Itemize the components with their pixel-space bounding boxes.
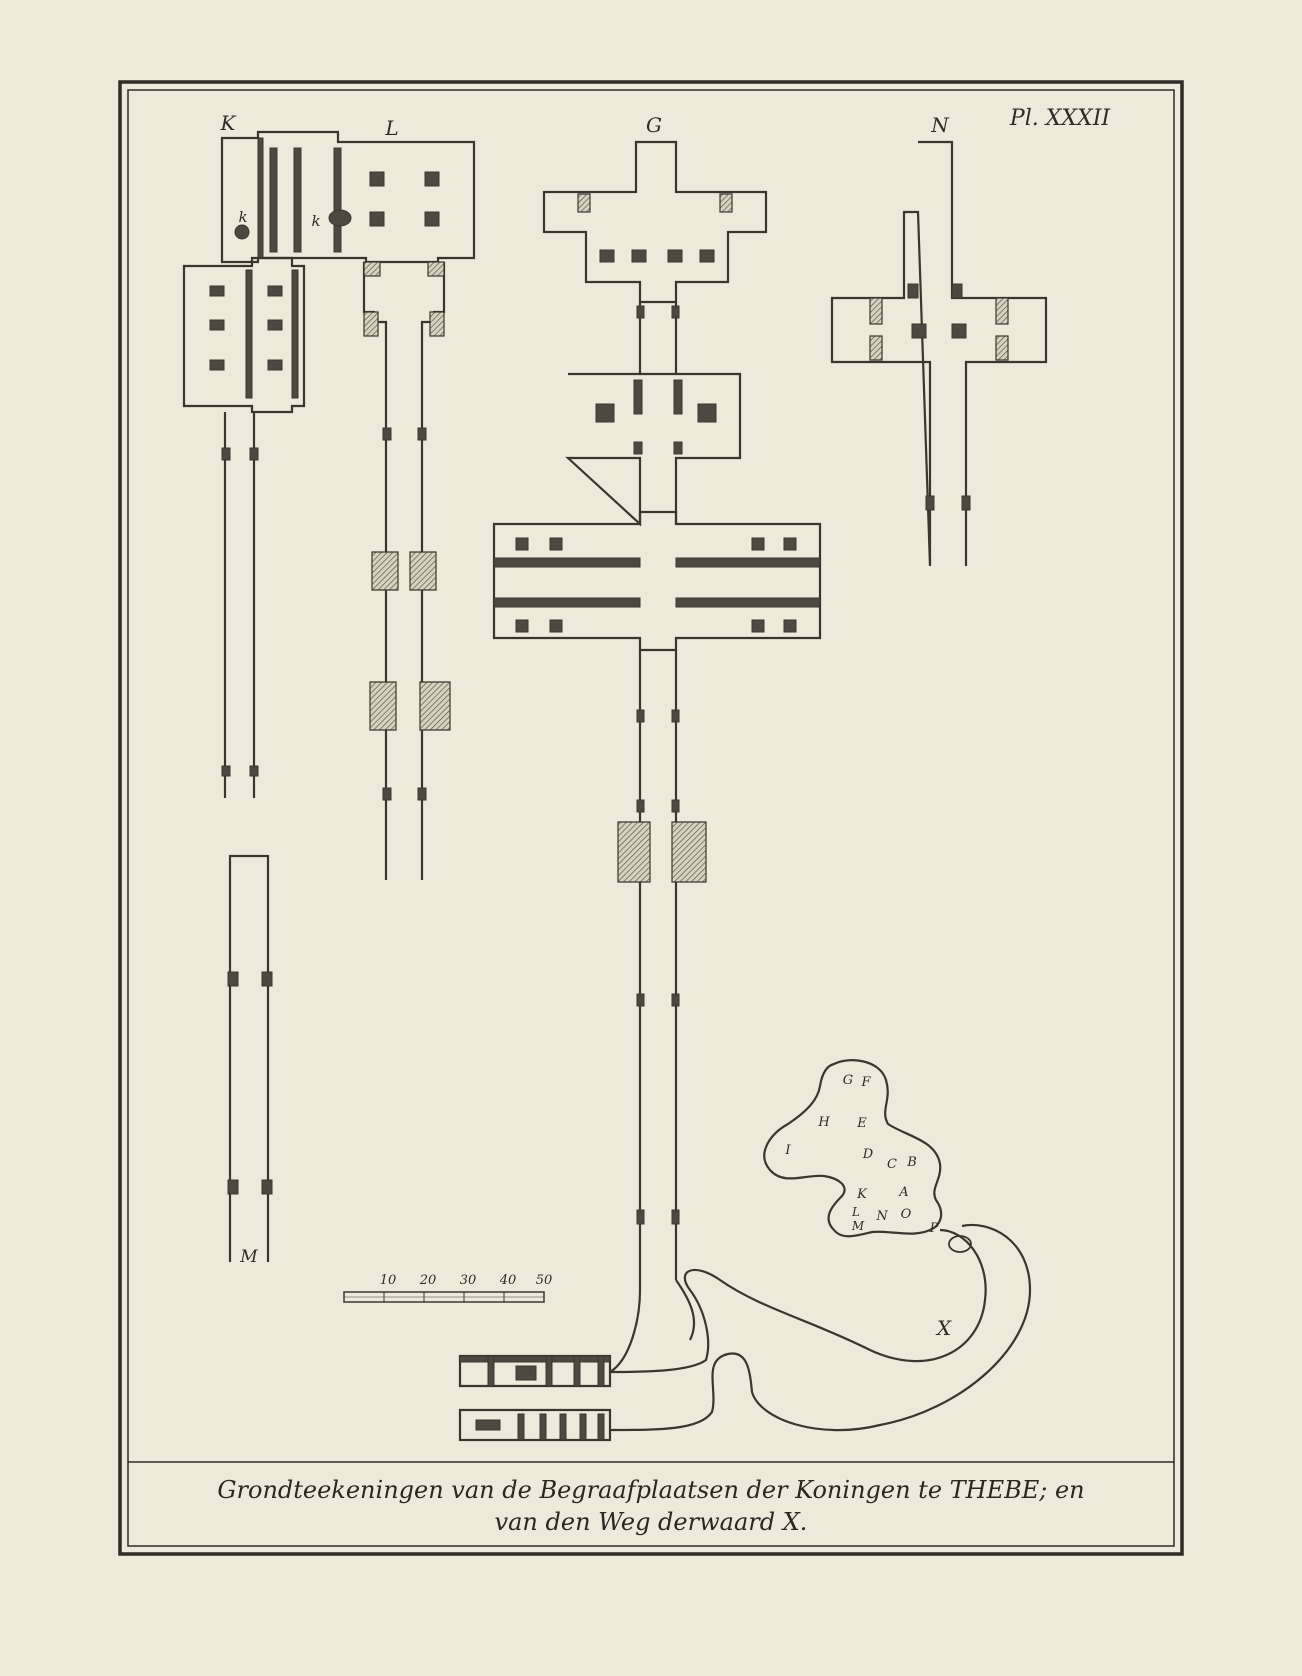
tomb-g-plan (492, 140, 822, 1290)
cave-letter-n: N (875, 1209, 888, 1224)
tomb-label-m: M (239, 1247, 258, 1267)
chamber-label-k1: k (238, 208, 247, 226)
small-tomb-lower (458, 1408, 612, 1442)
cave-letter-d: D (862, 1147, 874, 1162)
cave-letter-e: E (856, 1116, 867, 1131)
chamber-label-k2: k (311, 212, 320, 230)
inner-frame (127, 89, 1175, 1547)
cave-letter-b: B (906, 1155, 917, 1170)
cave-letter-i: I (784, 1143, 791, 1158)
scale-tick-50: 50 (536, 1273, 553, 1288)
tomb-n-plan (830, 140, 1048, 567)
tomb-label-k-upper: K (220, 111, 237, 135)
cave-letter-a: A (898, 1185, 908, 1200)
cave-letter-h: H (817, 1115, 830, 1130)
scale-tick-40: 40 (499, 1273, 517, 1288)
tomb-l-plan (362, 261, 451, 880)
plate-number: Pl. XXXII (1009, 106, 1112, 131)
tomb-label-n: N (930, 113, 950, 137)
road-label-x: X (935, 1316, 952, 1340)
cave-letter-o: O (901, 1207, 912, 1222)
scale-tick-20: 20 (419, 1273, 437, 1288)
cave-letter-f: F (860, 1075, 871, 1090)
cave-letter-c: C (887, 1157, 897, 1172)
scale-tick-30: 30 (460, 1273, 477, 1288)
cave-letter-p: P (929, 1221, 939, 1236)
caption-line-2: van den Weg derwaard X. (495, 1508, 808, 1536)
tomb-label-g: G (646, 113, 662, 137)
tomb-k-plan (182, 130, 476, 798)
road-x-plan: X (609, 1223, 1032, 1432)
scale-bar: 10 20 30 40 50 (343, 1273, 553, 1303)
outer-frame (118, 80, 1184, 1556)
cave-letter-l: L (851, 1205, 860, 1219)
small-tomb-upper (458, 1354, 612, 1388)
scale-tick-10: 10 (380, 1273, 397, 1288)
cave-letter-m: M (851, 1219, 865, 1233)
cave-plan: G F H E I D C B K A L M N O P (763, 1059, 943, 1238)
cave-letter-g: G (843, 1073, 853, 1088)
cave-letter-k: K (856, 1187, 868, 1202)
tomb-label-l: L (384, 116, 398, 140)
caption-line-1: Grondteekeningen van de Begraafplaatsen … (217, 1476, 1084, 1504)
tomb-m-plan (227, 854, 273, 1262)
